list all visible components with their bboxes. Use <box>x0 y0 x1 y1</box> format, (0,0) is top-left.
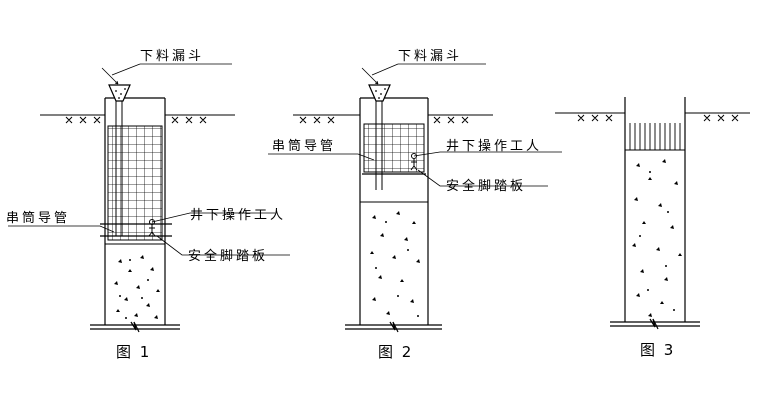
reinforcement-cage <box>363 123 425 173</box>
label-chute: 串筒导管 <box>6 210 70 226</box>
figure-3: 图 3 <box>555 97 750 359</box>
pile-base <box>610 318 700 330</box>
shaft-wall <box>104 115 166 325</box>
leader-lines <box>8 63 290 256</box>
shaft-wall <box>359 115 429 325</box>
chute-pipe <box>115 101 123 236</box>
chute-pipe <box>375 101 383 190</box>
label-worker: 井下操作工人 <box>446 138 542 154</box>
exposed-rebar <box>629 123 681 150</box>
leader-lines <box>268 63 562 187</box>
shaft-collar <box>359 97 429 115</box>
label-platform: 安全脚踏板 <box>446 178 526 194</box>
caption-figure-1: 图 1 <box>116 343 151 361</box>
caption-figure-3: 图 3 <box>640 341 675 359</box>
label-platform: 安全脚踏板 <box>188 248 268 264</box>
label-worker: 井下操作工人 <box>190 207 286 223</box>
shaft-collar <box>104 97 166 115</box>
pile-base <box>345 321 442 333</box>
concrete-speckle <box>632 159 682 317</box>
label-funnel: 下料漏斗 <box>398 48 462 64</box>
pile-base <box>90 321 180 333</box>
worker-icon <box>148 219 156 237</box>
caption-figure-2: 图 2 <box>378 343 413 361</box>
label-chute: 串筒导管 <box>272 138 336 154</box>
concrete-speckle <box>114 255 160 319</box>
ground-surface <box>293 114 493 124</box>
shaft-wall <box>624 97 686 322</box>
ground-surface <box>40 114 235 124</box>
reinforcement-cage <box>107 125 163 241</box>
figure-1: 下料漏斗 串筒导管 井下操作工人 安全脚踏板 图 1 <box>6 48 290 361</box>
safety-platform <box>100 223 172 237</box>
ground-surface <box>555 112 750 122</box>
figure-2: 下料漏斗 串筒导管 井下操作工人 安全脚踏板 图 2 <box>268 48 562 361</box>
label-funnel: 下料漏斗 <box>140 48 204 64</box>
concrete-speckle <box>370 211 420 317</box>
